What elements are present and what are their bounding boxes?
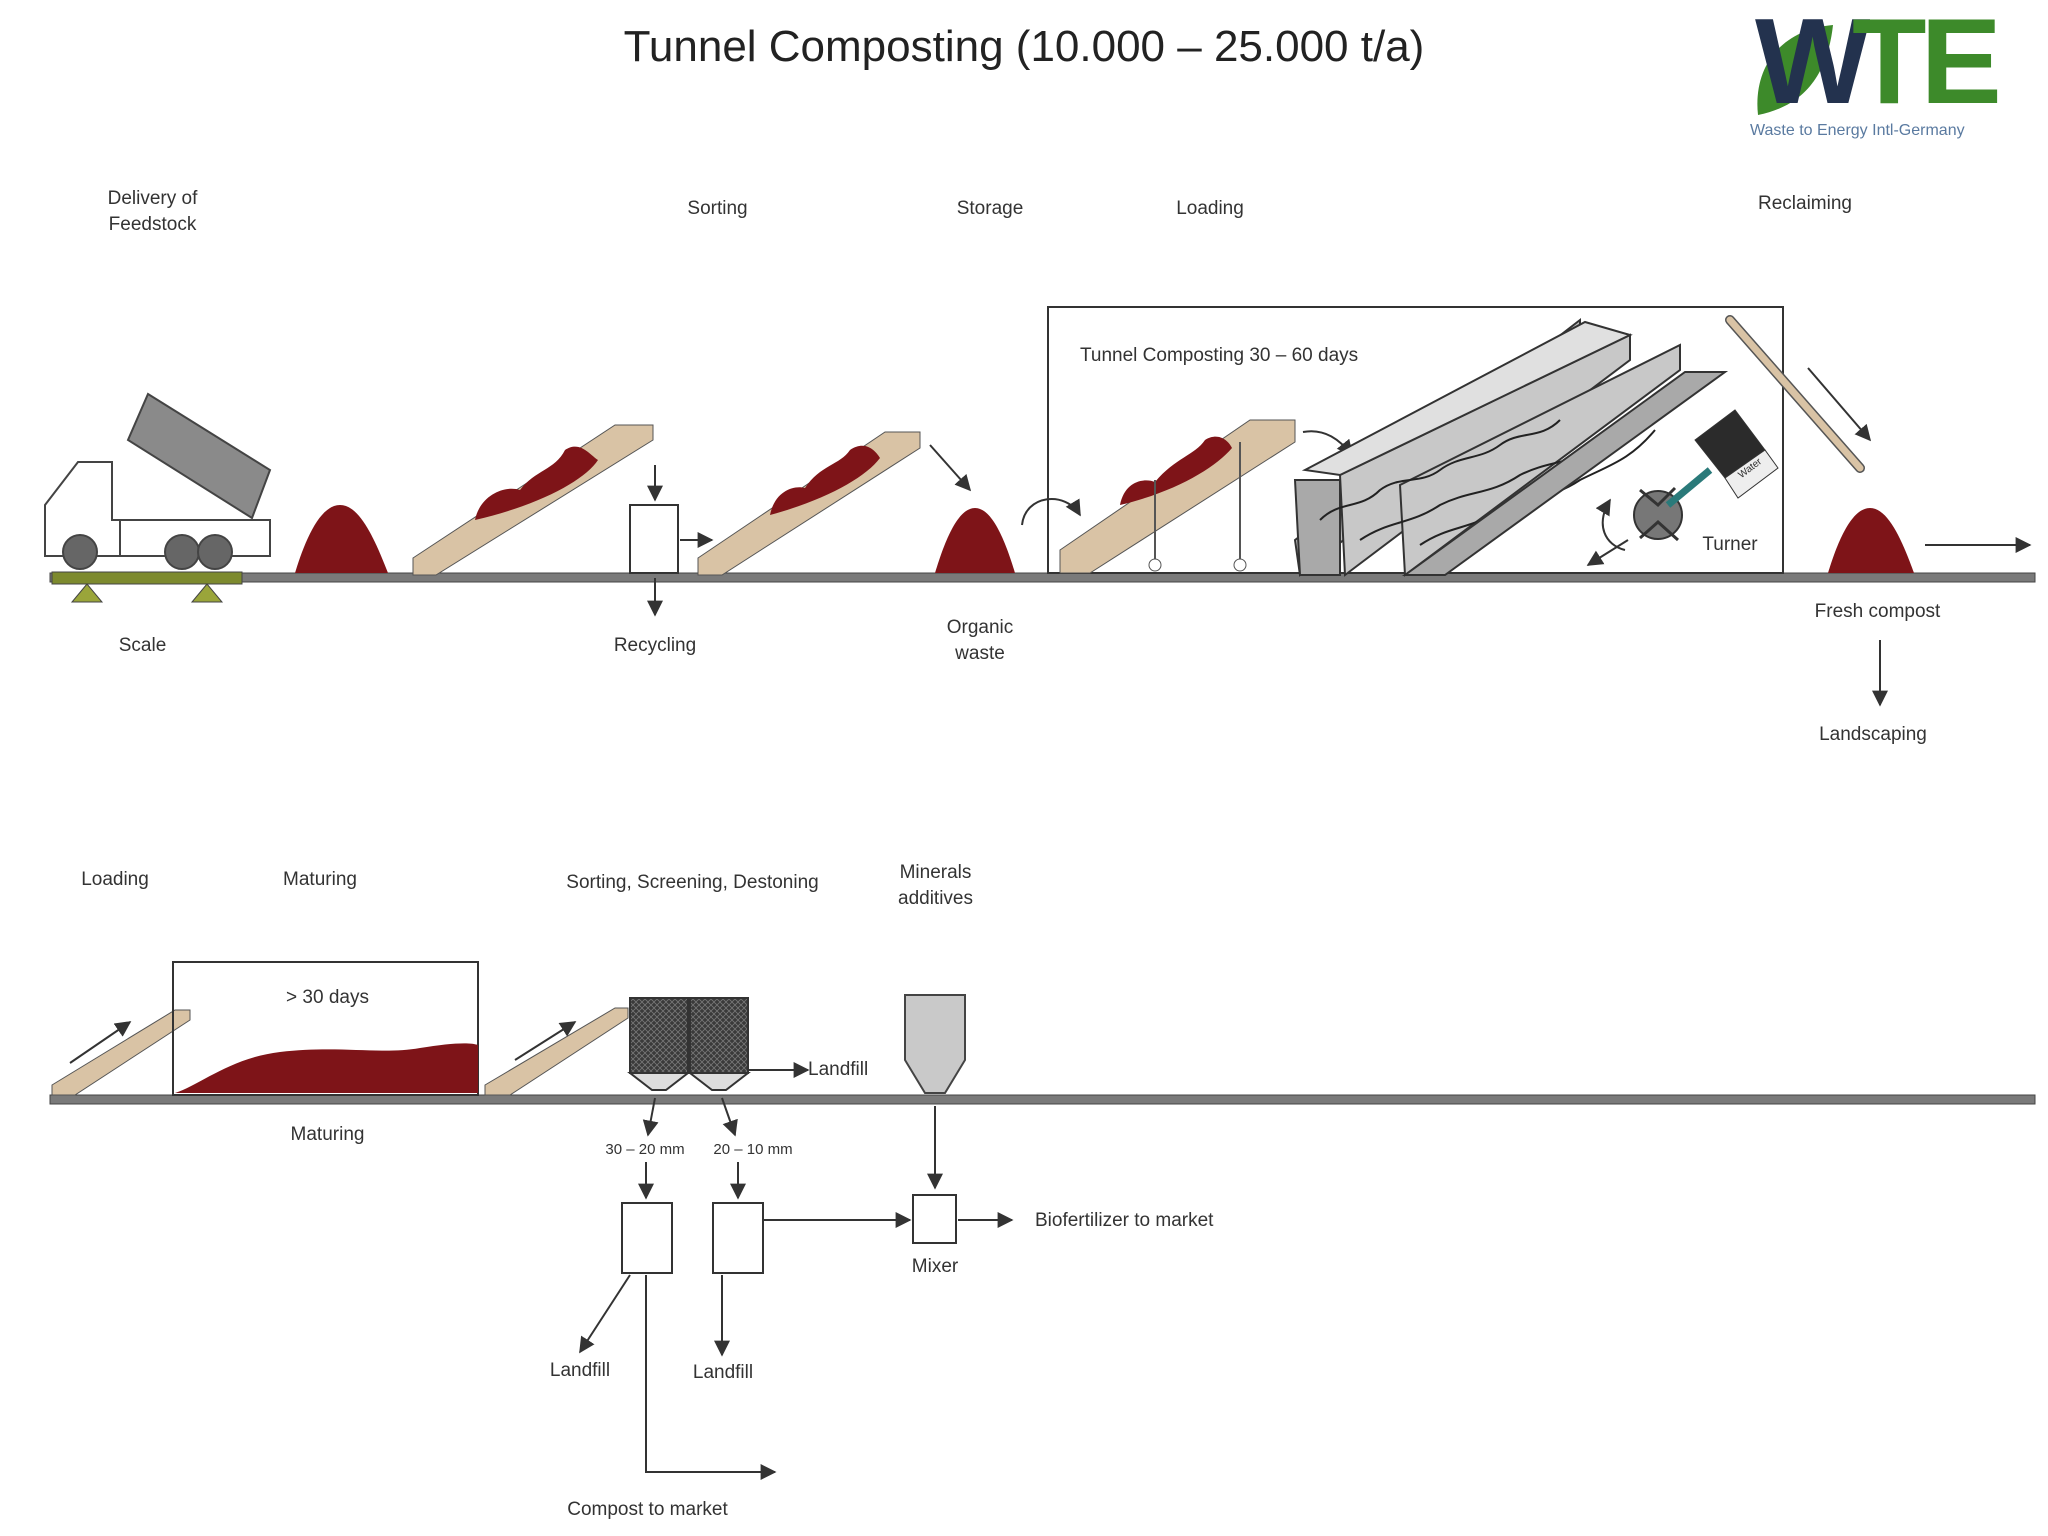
feedstock-pile bbox=[295, 505, 388, 573]
label-scale: Scale bbox=[118, 635, 167, 656]
label-loading: Loading bbox=[1176, 198, 1244, 219]
logo-te: TE bbox=[1852, 0, 2002, 129]
arrow bbox=[1807, 367, 1872, 442]
sorting-conveyor bbox=[412, 424, 654, 576]
logo-w: W bbox=[1755, 0, 1870, 129]
arrow bbox=[721, 1097, 738, 1137]
label-turner: Turner bbox=[1702, 534, 1758, 555]
mixer-box bbox=[912, 1194, 957, 1244]
leaf-icon bbox=[1757, 25, 1833, 115]
bottom-ground-line bbox=[49, 1094, 2036, 1105]
arrow bbox=[514, 1021, 577, 1061]
storage-conveyor bbox=[697, 431, 921, 576]
label-organic-waste: Organic waste bbox=[920, 615, 1040, 667]
label-reclaiming: Reclaiming bbox=[1758, 193, 1852, 214]
label-delivery: Delivery of Feedstock bbox=[95, 186, 210, 238]
label-minerals-line2: additives bbox=[898, 888, 973, 909]
arrow bbox=[1595, 498, 1626, 551]
label-landscaping: Landscaping bbox=[1819, 724, 1927, 745]
screen-units bbox=[627, 997, 751, 1091]
label-biofertilizer: Biofertilizer to market bbox=[1035, 1210, 1214, 1231]
label-delivery-line2: Feedstock bbox=[108, 214, 197, 235]
truck-icon bbox=[44, 392, 272, 570]
organic-waste-pile bbox=[935, 508, 1015, 573]
label-size-1: 30 – 20 mm bbox=[605, 1141, 685, 1158]
fraction-box-2 bbox=[712, 1202, 764, 1274]
arrow bbox=[929, 444, 972, 492]
recycling-box bbox=[629, 504, 679, 574]
label-sorting: Sorting bbox=[687, 198, 748, 219]
maturing-box bbox=[172, 961, 479, 1096]
arrow bbox=[642, 1097, 659, 1137]
label-sorting-screening: Sorting, Screening, Destoning bbox=[566, 872, 819, 893]
label-minerals-line1: Minerals bbox=[899, 862, 972, 883]
minerals-hopper bbox=[904, 994, 966, 1094]
label-recycling: Recycling bbox=[613, 635, 697, 656]
label-landfill-screen: Landfill bbox=[808, 1059, 869, 1080]
arrow bbox=[1021, 498, 1081, 526]
label-bottom-loading: Loading bbox=[81, 869, 149, 890]
arrow bbox=[579, 1274, 631, 1354]
top-ground-line bbox=[49, 572, 2036, 583]
label-tunnel: Tunnel Composting 30 – 60 days bbox=[1080, 345, 1359, 366]
label-storage: Storage bbox=[956, 198, 1024, 219]
label-size-2: 20 – 10 mm bbox=[713, 1141, 793, 1158]
arrow bbox=[645, 1275, 777, 1480]
label-delivery-line1: Delivery of bbox=[107, 188, 198, 209]
bottom-loading-conveyor bbox=[51, 1009, 191, 1096]
label-organic-line2: waste bbox=[955, 643, 1005, 664]
label-maturing-below: Maturing bbox=[290, 1124, 365, 1145]
maturing-pile bbox=[175, 1043, 478, 1093]
label-organic-line1: Organic bbox=[946, 617, 1014, 638]
screening-conveyor bbox=[484, 1007, 629, 1096]
label-landfill-right: Landfill bbox=[692, 1362, 754, 1383]
arrow bbox=[1586, 539, 1629, 566]
arrow bbox=[69, 1021, 132, 1064]
label-fresh-compost: Fresh compost bbox=[1814, 601, 1941, 622]
label-minerals: Minerals additives bbox=[878, 860, 993, 912]
loading-conveyor bbox=[1059, 419, 1296, 574]
label-maturing-box: > 30 days bbox=[286, 987, 369, 1008]
label-landfill-left: Landfill bbox=[549, 1360, 611, 1381]
label-maturing-head: Maturing bbox=[283, 869, 357, 890]
logo-tagline: Waste to Energy Intl-Germany bbox=[1750, 122, 1965, 139]
fraction-box-1 bbox=[621, 1202, 673, 1274]
diagram-title: Tunnel Composting (10.000 – 25.000 t/a) bbox=[623, 22, 1425, 71]
tunnel-channels bbox=[1293, 317, 1729, 577]
fresh-compost-pile bbox=[1828, 508, 1914, 573]
scale-icon bbox=[51, 571, 243, 603]
label-mixer: Mixer bbox=[911, 1256, 959, 1277]
turner-icon bbox=[1633, 409, 1779, 542]
label-compost-market: Compost to market bbox=[567, 1499, 728, 1520]
